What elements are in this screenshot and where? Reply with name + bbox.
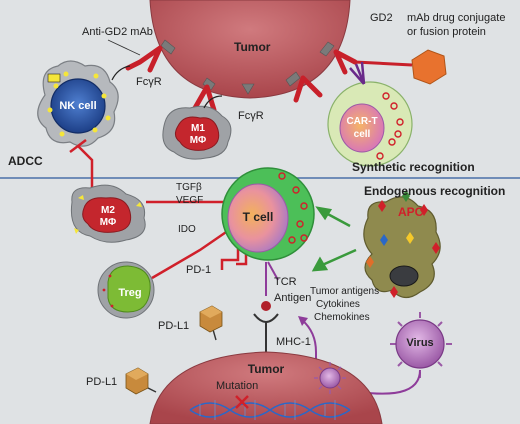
- antigen-label: Antigen: [274, 292, 312, 304]
- drug-conjugate-hexagon: [411, 49, 447, 85]
- inhibit-m2-nk: [77, 145, 94, 196]
- tumor-top-label: Tumor: [234, 40, 271, 54]
- cart-label-1: CAR-T: [346, 116, 378, 127]
- nk-granule-stack: [47, 73, 61, 83]
- apc-nucleus: [389, 265, 419, 287]
- pd1-receptor: [220, 244, 240, 270]
- m2-granules: [74, 195, 142, 234]
- nk-cell-nucleus: [50, 78, 106, 134]
- t-cell-label: T cell: [242, 210, 274, 224]
- fcgr-nk-label: FcγR: [136, 76, 162, 88]
- mab-conjugate-label-1: mAb drug conjugate: [407, 12, 506, 24]
- apc-antigens: [366, 190, 440, 298]
- adcc-label: ADCC: [8, 154, 43, 168]
- anti-gd2-antibodies: [125, 45, 358, 113]
- tgfb-label: TGFβ: [176, 182, 202, 193]
- mab-conjugate-label-2: or fusion protein: [407, 26, 486, 38]
- endogenous-recognition-label: Endogenous recognition: [364, 184, 506, 198]
- t-cell-granules: [278, 172, 308, 244]
- pdl1-label-a: PD-L1: [158, 320, 190, 332]
- cart-granules: [376, 92, 404, 160]
- cart-label-2: cell: [353, 129, 371, 140]
- m2-label-1: M2: [101, 205, 115, 216]
- m1-nucleus: [174, 116, 220, 151]
- inhibit-bar-nk: [69, 139, 87, 153]
- gd2-receptors: [160, 39, 335, 95]
- tcr-label: TCR: [274, 276, 297, 288]
- nk-cell-label: NK cell: [59, 100, 97, 112]
- m1-label-1: M1: [191, 123, 205, 134]
- vegf-label: VEGF: [176, 195, 204, 206]
- gd2-label: GD2: [370, 12, 393, 24]
- tumor-antigen-arrowhead: [298, 316, 308, 326]
- virus-on-tumor: [314, 362, 346, 394]
- m1-label-2: MΦ: [189, 135, 207, 146]
- pdl1-cube-a: [199, 305, 223, 341]
- apc-label: APC: [398, 205, 424, 219]
- pd1-label: PD-1: [186, 264, 212, 276]
- treg-nucleus: [107, 265, 151, 313]
- mhc1-label: MHC-1: [276, 336, 311, 348]
- mutation-label: Mutation: [216, 380, 259, 392]
- car-receptor: [349, 61, 366, 85]
- anti-gd2-label: Anti-GD2 mAb: [82, 26, 153, 38]
- fcgr-m1-label: FcγR: [238, 110, 264, 122]
- m2-nucleus: [82, 197, 132, 233]
- virus-label: Virus: [406, 337, 434, 349]
- tcr-mhc-complex: [253, 261, 279, 352]
- cart-cell-nucleus: [339, 103, 385, 153]
- ido-label: IDO: [178, 224, 196, 235]
- chemokines-label: Chemokines: [314, 312, 370, 323]
- treg-granules: [102, 274, 114, 308]
- tumor-antigens-label: Tumor antigens: [310, 286, 380, 297]
- cytokines-label: Cytokines: [316, 299, 360, 310]
- tumor-top-shape: [149, 0, 351, 99]
- tumor-bottom-label: Tumor: [247, 362, 285, 376]
- treg-label: Treg: [118, 287, 142, 299]
- dna-rungs: [199, 400, 336, 420]
- dna-helix: [189, 402, 351, 418]
- virus-cell: [390, 312, 452, 378]
- m2-label-2: MΦ: [99, 217, 117, 228]
- mutation-mark: [235, 395, 249, 409]
- conjugate-link: [354, 60, 413, 67]
- pdl1-cube-b: [125, 367, 157, 395]
- apc-activation-arrows: [311, 206, 357, 272]
- fcgr-m1-receptor: [203, 95, 223, 109]
- nk-granules: [47, 71, 111, 137]
- antigen-dot: [261, 301, 271, 311]
- tumor-antigen-arrow: [301, 319, 317, 370]
- synthetic-recognition-label: Synthetic recognition: [352, 160, 475, 174]
- antibody-pointer: [107, 39, 141, 56]
- pdl1-label-b: PD-L1: [86, 376, 118, 388]
- t-cell-nucleus: [227, 183, 289, 253]
- fcgr-nk-receptor: [111, 65, 131, 81]
